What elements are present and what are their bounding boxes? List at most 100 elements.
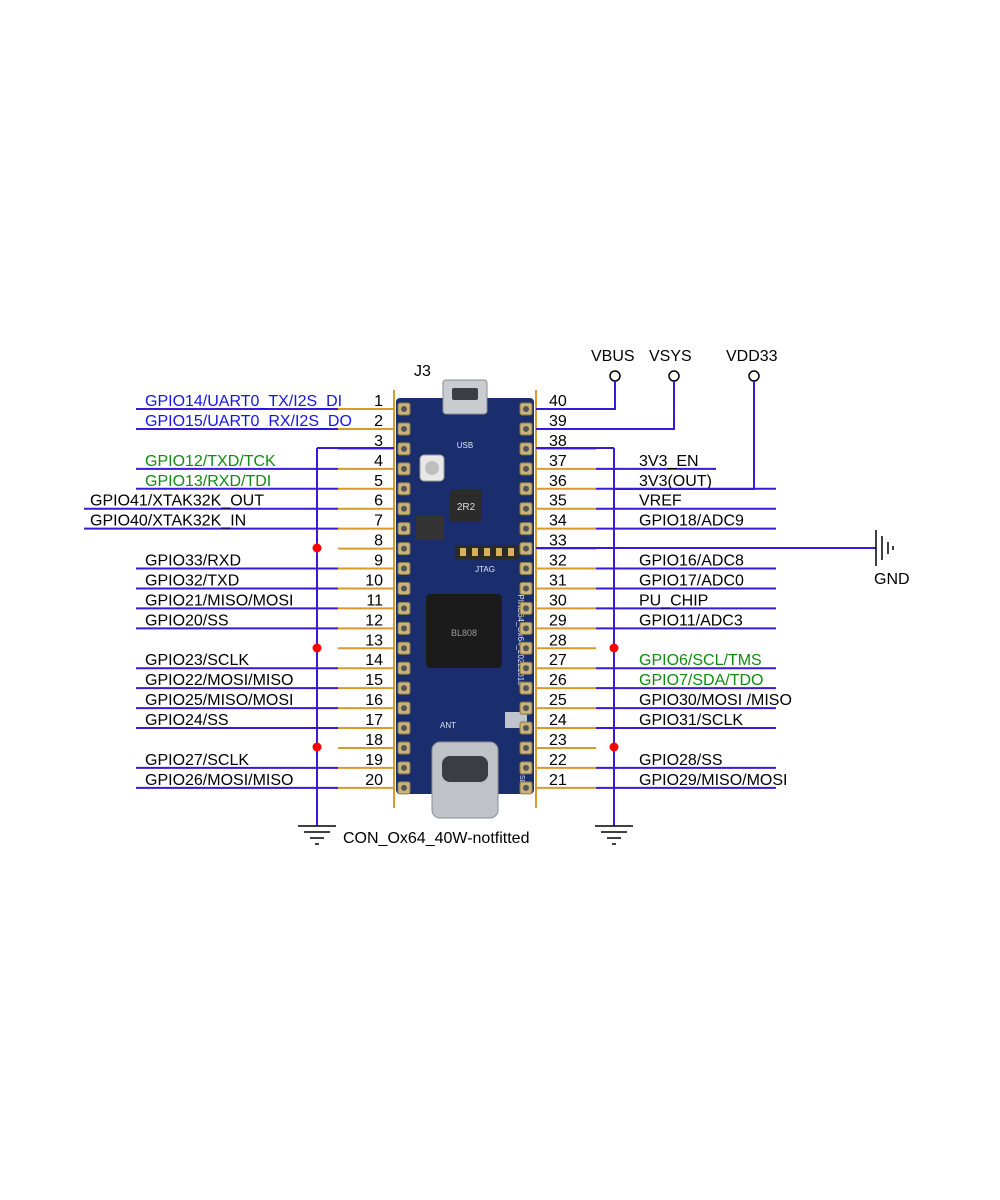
net-label: GPIO17/ADC0 xyxy=(639,572,744,589)
pad-hole xyxy=(401,425,407,432)
pin-number: 2 xyxy=(374,413,383,430)
gnd-label: GND xyxy=(874,571,910,588)
right-pin-21: 21 GPIO29/MISO/MOSI xyxy=(536,772,787,789)
junctions xyxy=(312,543,619,752)
pin-number: 28 xyxy=(549,632,567,649)
pin-number: 31 xyxy=(549,572,567,589)
right-pin-31: 31 GPIO17/ADC0 xyxy=(536,572,776,590)
pad-hole xyxy=(401,545,407,552)
pin-number: 18 xyxy=(365,732,383,749)
pin-number: 21 xyxy=(549,772,567,789)
pin-number: 4 xyxy=(374,453,383,470)
part-name-label: CON_Ox64_40W-notfitted xyxy=(343,830,529,847)
pin-number: 3 xyxy=(374,433,383,450)
pin-number: 33 xyxy=(549,533,567,550)
gnd-net: GND xyxy=(536,530,910,588)
junction-dot xyxy=(312,742,322,752)
pad-hole xyxy=(401,764,407,771)
vsys-label: VSYS xyxy=(649,348,692,365)
pin-number: 6 xyxy=(374,493,383,510)
net-label: 3V3_EN xyxy=(639,453,699,470)
left-pin-group: 1GPIO14/UART0_TX/I2S_DI2GPIO15/UART0_RX/… xyxy=(84,393,394,789)
pin-number: 16 xyxy=(365,692,383,709)
pin-number: 26 xyxy=(549,672,567,689)
pad-hole xyxy=(401,665,407,672)
pin-number: 23 xyxy=(549,732,567,749)
right-pin-28: 28 xyxy=(536,632,596,650)
right-pin-23: 23 xyxy=(536,732,596,749)
junction-dot xyxy=(312,643,322,653)
net-label: GPIO27/SCLK xyxy=(145,752,249,769)
left-gnd-symbol xyxy=(298,825,336,845)
net-label: GPIO11/ADC3 xyxy=(639,612,743,629)
net-label: GPIO30/MOSI /MISO xyxy=(639,692,792,709)
pin-number: 9 xyxy=(374,553,383,570)
pad-hole xyxy=(523,565,529,572)
pad-hole xyxy=(523,445,529,452)
right-pin-40: 40 xyxy=(536,393,596,410)
left-pin-18: 18 xyxy=(338,732,394,749)
pad-hole xyxy=(401,465,407,472)
micro-usb-port xyxy=(452,388,478,400)
right-pin-25: 25 GPIO30/MOSI /MISO xyxy=(536,692,792,710)
junction-dot xyxy=(609,742,619,752)
net-label: GPIO22/MOSI/MISO xyxy=(145,672,293,689)
power-nets: VBUS VSYS VDD33 xyxy=(536,348,778,490)
pad-hole xyxy=(523,625,529,632)
pad-hole xyxy=(523,685,529,692)
pad-hole xyxy=(523,764,529,771)
pin-number: 22 xyxy=(549,752,567,769)
inductor xyxy=(450,490,482,522)
pad-hole xyxy=(401,645,407,652)
pin-number: 27 xyxy=(549,652,567,669)
pad-hole xyxy=(523,425,529,432)
pin-number: 17 xyxy=(365,712,383,729)
pad-hole xyxy=(523,705,529,712)
net-label: GPIO28/SS xyxy=(639,752,723,769)
bl808-soc xyxy=(426,594,502,668)
vbus-label: VBUS xyxy=(591,348,635,365)
usbc-silk: USB-C xyxy=(518,770,525,792)
right-pin-27: 27 GPIO6/SCL/TMS xyxy=(536,652,776,670)
pin-number: 7 xyxy=(374,513,383,530)
pin-number: 38 xyxy=(549,433,567,450)
ant-silk: ANT xyxy=(440,721,456,730)
pad-hole xyxy=(401,725,407,732)
net-label: GPIO33/RXD xyxy=(145,553,241,570)
header-pads xyxy=(397,402,533,795)
net-label: PU_CHIP xyxy=(639,592,708,609)
net-label: GPIO6/SCL/TMS xyxy=(639,652,762,669)
regulator-chip xyxy=(416,516,444,540)
net-label: GPIO24/SS xyxy=(145,712,229,729)
usb-c-port xyxy=(442,756,488,782)
net-label: GPIO29/MISO/MOSI xyxy=(639,772,787,789)
net-label: 3V3(OUT) xyxy=(639,473,712,490)
pad-hole xyxy=(401,784,407,791)
pad-hole xyxy=(523,744,529,751)
pin-number: 14 xyxy=(365,652,383,669)
pin-number: 35 xyxy=(549,493,567,510)
left-pin-13: 13 xyxy=(338,632,394,650)
pin-number: 25 xyxy=(549,692,567,709)
designator-label: J3 xyxy=(414,363,431,380)
pad-hole xyxy=(401,585,407,592)
vbus-port xyxy=(609,370,621,382)
pad-hole xyxy=(401,685,407,692)
net-label: GPIO12/TXD/TCK xyxy=(145,453,276,470)
pad-hole xyxy=(523,545,529,552)
pad-hole xyxy=(523,665,529,672)
pad-hole xyxy=(401,485,407,492)
left-pin-9: 9 GPIO33/RXD xyxy=(136,553,394,570)
